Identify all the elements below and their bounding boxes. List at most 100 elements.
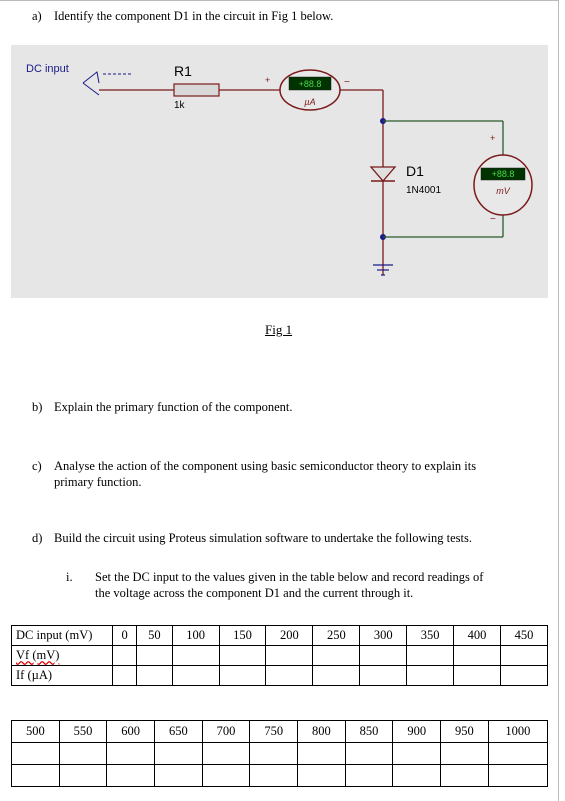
table-row-vf: Vf (mV) bbox=[11, 645, 548, 666]
circuit-drawing: DC input R1 1k + − +88.8 µA D1 1N4001 bbox=[26, 63, 533, 276]
table-cell-empty[interactable] bbox=[171, 645, 220, 666]
table-cell-input: 400 bbox=[453, 625, 501, 646]
voltmeter-display bbox=[480, 167, 526, 181]
table-cell-empty[interactable] bbox=[344, 764, 394, 787]
table-cell-empty[interactable] bbox=[111, 645, 138, 666]
table-cell-input: 300 bbox=[359, 625, 408, 646]
table-cell-empty[interactable] bbox=[11, 742, 60, 765]
ammeter-display bbox=[288, 76, 332, 91]
table-row-dc-input: DC input (mV) 0 50 100 150 200 250 300 3… bbox=[11, 625, 548, 646]
table-cell-empty[interactable] bbox=[58, 742, 108, 765]
table-cell-empty[interactable] bbox=[154, 742, 203, 765]
circuit-schematic: DC input R1 1k + − +88.8 µA D1 1N4001 bbox=[11, 45, 548, 298]
question-c-line2: primary function. bbox=[54, 475, 142, 489]
table-row-dc-input-2: 500 550 600 650 700 750 800 850 900 950 … bbox=[11, 720, 549, 743]
page-border-right bbox=[558, 0, 559, 801]
question-c: c) Analyse the action of the component u… bbox=[32, 459, 552, 491]
table-cell-empty[interactable] bbox=[406, 645, 455, 666]
page-border-top bbox=[0, 0, 559, 1]
table-cell-empty[interactable] bbox=[201, 742, 251, 765]
table-cell-empty[interactable] bbox=[406, 665, 455, 686]
question-d-i: i. Set the DC input to the values given … bbox=[66, 570, 546, 602]
table-cell-empty[interactable] bbox=[344, 742, 394, 765]
table-cell-empty[interactable] bbox=[265, 645, 314, 666]
table-cell-empty[interactable] bbox=[218, 645, 267, 666]
table-cell-empty[interactable] bbox=[58, 764, 108, 787]
voltmeter-plus: + bbox=[490, 133, 495, 143]
table-cell-input: 0 bbox=[111, 625, 138, 646]
ammeter-plus: + bbox=[265, 75, 270, 85]
table-cell-empty[interactable] bbox=[359, 645, 408, 666]
dc-input-arrow-line bbox=[82, 82, 100, 96]
table-cell-input: 350 bbox=[406, 625, 455, 646]
table-cell-empty[interactable] bbox=[297, 764, 346, 787]
table-cell-input: 750 bbox=[249, 720, 299, 743]
question-a-label: a) bbox=[32, 9, 42, 23]
resistor-value: 1k bbox=[174, 100, 186, 111]
table-cell-empty[interactable] bbox=[312, 645, 361, 666]
question-b: b) Explain the primary function of the c… bbox=[32, 400, 552, 416]
table-cell-empty[interactable] bbox=[359, 665, 408, 686]
table-cell-empty[interactable] bbox=[249, 764, 299, 787]
diode-d1 bbox=[369, 166, 397, 182]
table-cell-empty[interactable] bbox=[106, 764, 156, 787]
question-c-label: c) bbox=[32, 459, 42, 473]
table-header-vf-text: Vf (mV) bbox=[16, 648, 60, 662]
table-cell-empty[interactable] bbox=[249, 742, 299, 765]
table-cell-input: 550 bbox=[58, 720, 108, 743]
figure-caption: Fig 1 bbox=[265, 322, 293, 337]
question-d-i-line2: the voltage across the component D1 and … bbox=[95, 586, 414, 600]
results-table-1: DC input (mV) 0 50 100 150 200 250 300 3… bbox=[11, 625, 548, 686]
table-cell-input: 50 bbox=[136, 625, 173, 646]
table-cell-empty[interactable] bbox=[440, 764, 489, 787]
table-cell-empty[interactable] bbox=[392, 764, 442, 787]
voltmeter bbox=[473, 154, 533, 216]
table-cell-empty[interactable] bbox=[106, 742, 156, 765]
table-cell-empty[interactable] bbox=[453, 645, 501, 666]
ammeter-unit: µA bbox=[304, 97, 315, 107]
question-d-i-label: i. bbox=[66, 570, 73, 584]
table-cell-empty[interactable] bbox=[171, 665, 220, 686]
table-cell-empty[interactable] bbox=[500, 645, 548, 666]
table-cell-empty[interactable] bbox=[440, 742, 489, 765]
diode-part: 1N4001 bbox=[406, 185, 441, 196]
table-cell-empty[interactable] bbox=[487, 764, 549, 787]
table-cell-input: 250 bbox=[312, 625, 361, 646]
table-cell-empty[interactable] bbox=[500, 665, 548, 686]
table-cell-empty[interactable] bbox=[11, 764, 60, 787]
table-cell-empty[interactable] bbox=[487, 742, 549, 765]
question-a: a) Identify the component D1 in the circ… bbox=[32, 9, 552, 25]
table-header-vf: Vf (mV) bbox=[11, 645, 113, 666]
dc-input-arrow-icon bbox=[82, 71, 100, 84]
table-cell-empty[interactable] bbox=[154, 764, 203, 787]
question-c-line1: Analyse the action of the component usin… bbox=[54, 459, 477, 473]
table-cell-empty[interactable] bbox=[136, 665, 173, 686]
table-cell-empty[interactable] bbox=[265, 665, 314, 686]
voltmeter-minus: − bbox=[490, 214, 496, 225]
table-header-dc-input: DC input (mV) bbox=[11, 625, 113, 646]
voltmeter-unit: mV bbox=[496, 186, 510, 196]
question-d-i-line1: Set the DC input to the values given in … bbox=[95, 570, 484, 584]
table-cell-empty[interactable] bbox=[312, 665, 361, 686]
table-cell-input: 800 bbox=[297, 720, 346, 743]
table-cell-empty[interactable] bbox=[201, 764, 251, 787]
table-cell-input: 600 bbox=[106, 720, 156, 743]
table-cell-input: 950 bbox=[440, 720, 489, 743]
table-cell-empty[interactable] bbox=[136, 645, 173, 666]
table-cell-input: 1000 bbox=[487, 720, 549, 743]
table-cell-empty[interactable] bbox=[453, 665, 501, 686]
table-cell-input: 200 bbox=[265, 625, 314, 646]
table-cell-empty[interactable] bbox=[218, 665, 267, 686]
table-cell-empty[interactable] bbox=[111, 665, 138, 686]
table-cell-input: 900 bbox=[392, 720, 442, 743]
question-d-label: d) bbox=[32, 531, 43, 545]
table-header-if: If (µA) bbox=[11, 665, 113, 686]
ammeter-minus: − bbox=[344, 77, 350, 88]
table-cell-empty[interactable] bbox=[297, 742, 346, 765]
table-row-vf-2 bbox=[11, 742, 549, 765]
table-cell-input: 150 bbox=[218, 625, 267, 646]
table-cell-input: 500 bbox=[11, 720, 60, 743]
table-cell-input: 700 bbox=[201, 720, 251, 743]
question-b-text: Explain the primary function of the comp… bbox=[54, 400, 293, 414]
table-cell-empty[interactable] bbox=[392, 742, 442, 765]
